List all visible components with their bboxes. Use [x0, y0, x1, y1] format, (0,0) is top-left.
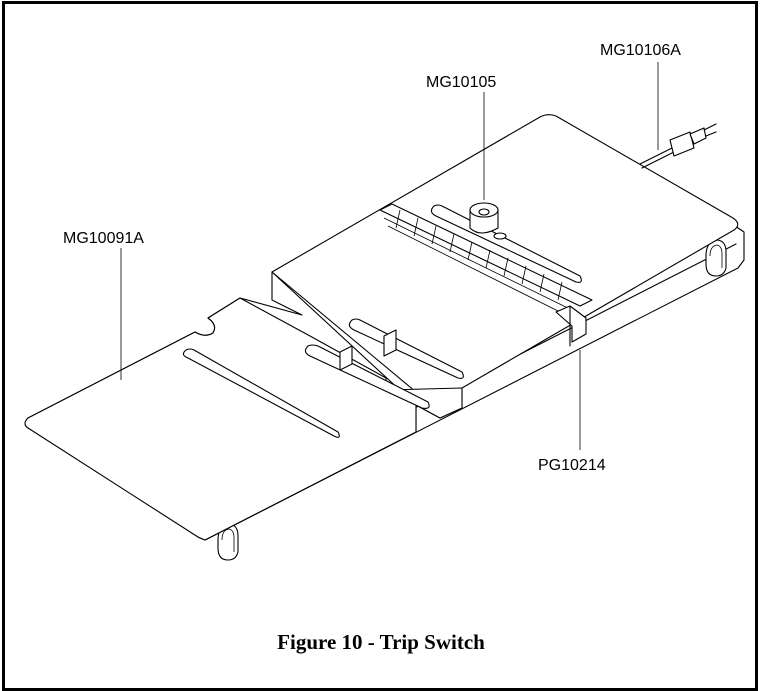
rear-slot: [430, 204, 582, 283]
front-slot-upper: [348, 318, 464, 379]
front-slot-mid: [304, 344, 430, 409]
label-plate: MG10091A: [63, 230, 144, 247]
foot-pad-rear: [705, 239, 727, 277]
graduated-strip: [379, 203, 593, 319]
knob: [469, 202, 507, 240]
slot-bracket: [383, 329, 397, 357]
label-knob: MG10105: [426, 74, 496, 91]
figure-caption: Figure 10 - Trip Switch: [277, 630, 485, 654]
slot-tab: [339, 345, 353, 371]
label-cable: MG10106A: [600, 42, 681, 59]
cable-connector: [639, 123, 717, 169]
label-clip: PG10214: [538, 457, 606, 474]
front-slot-long: [182, 348, 340, 438]
